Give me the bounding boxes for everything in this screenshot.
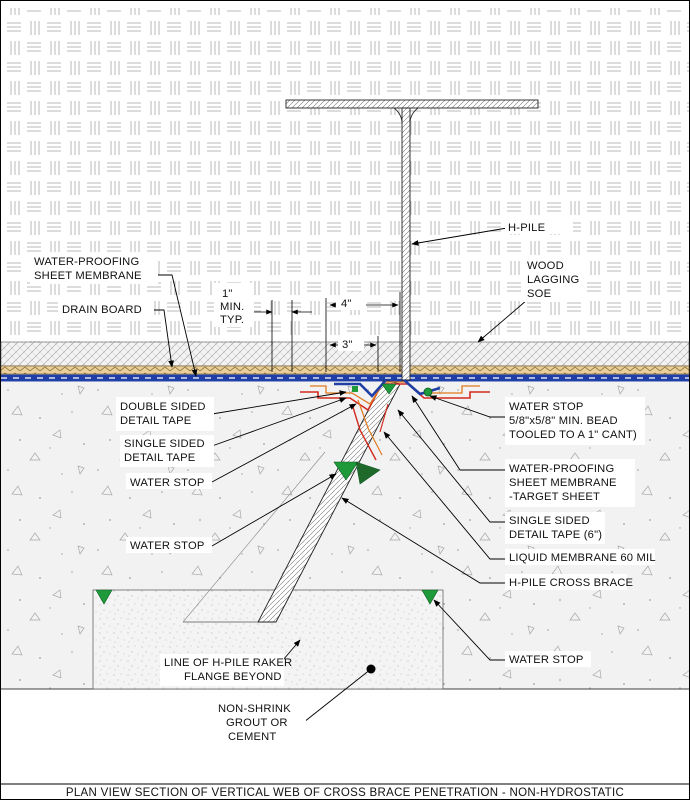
label-raker-line-2: FLANGE BEYOND [184,671,282,683]
dim-typ: TYP. [220,314,244,326]
label-wp-sheet-line-2: SHEET MEMBRANE [34,270,142,282]
h-pile [285,99,539,381]
label-cross-brace: H-PILE CROSS BRACE [509,577,633,589]
label-double-tape-line-2: DETAIL TAPE [120,415,191,427]
label-bead-line-1: 5/8"x5/8" MIN. BEAD [509,415,618,427]
label-grout-line-2: GROUT OR [226,717,288,729]
dimensions: 4" 3" 1" MIN. TYP. [214,283,401,372]
label-wood-line-3: SOE [527,288,551,300]
label-drain-board: DRAIN BOARD [62,304,142,316]
label-double-tape-line-1: DOUBLE SIDED [120,401,206,413]
waterproofing-sheet-membrane [1,374,689,382]
drawing-title: PLAN VIEW SECTION OF VERTICAL WEB OF CRO… [66,787,624,799]
label-water-stop-a: WATER STOP [130,477,205,489]
dim-min: MIN. [220,301,244,313]
dim-4-inch: 4" [341,298,352,310]
label-single-tape-line-1: SINGLE SIDED [124,438,205,450]
label-wood-line-2: LAGGING [527,274,579,286]
leader-lines [152,227,528,723]
label-single6-line-1: SINGLE SIDED [509,515,590,527]
label-liquid-membrane: LIQUID MEMBRANE 60 MIL [509,552,656,564]
label-single6-line-2: DETAIL TAPE (6") [509,529,602,541]
dim-3-inch: 3" [342,339,353,351]
label-water-stop-r2: WATER STOP [509,654,584,666]
callout-labels: H-PILE WATER-PROOFING SHEET MEMBRANE WOO… [34,222,656,743]
label-grout-line-3: CEMENT [228,731,276,743]
label-bead-line-2: TOOLED TO A 1" CANT) [509,429,637,441]
label-water-stop-b: WATER STOP [130,540,205,552]
soil-hatch [1,8,689,342]
label-h-pile: H-PILE [508,222,545,234]
label-target-line-2: SHEET MEMBRANE [509,477,617,489]
label-wp-sheet-line-1: WATER-PROOFING [34,256,139,268]
drain-board [0,365,690,375]
label-grout-line-1: NON-SHRINK [218,703,291,715]
label-target-line-3: -TARGET SHEET [509,491,600,503]
label-raker-line-1: LINE OF H-PILE RAKER [164,657,292,669]
label-target-line-1: WATER-PROOFING [509,463,614,475]
label-water-stop-r1: WATER STOP [509,401,584,413]
label-wood-line-1: WOOD [527,260,564,272]
detail-tapes [300,379,490,461]
label-single-tape-line-2: DETAIL TAPE [124,452,195,464]
dim-1-inch: 1" [222,288,233,300]
water-stops [95,383,439,605]
